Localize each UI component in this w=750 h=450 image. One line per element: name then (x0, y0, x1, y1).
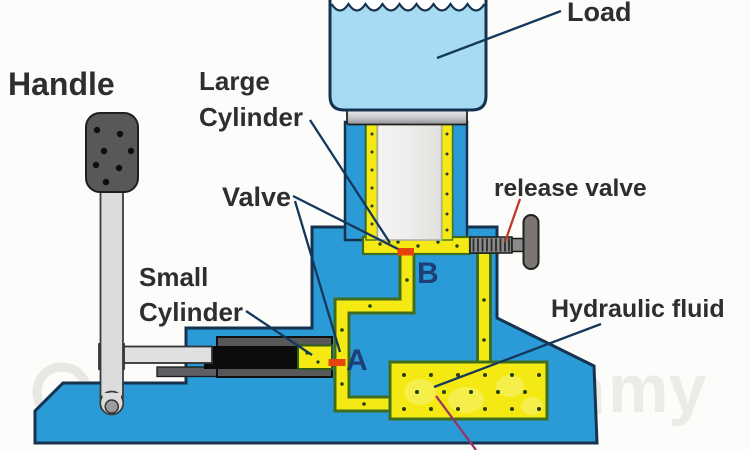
small-cylinder-leader-line (245, 310, 313, 356)
chamber-a-dot (316, 360, 320, 364)
handle-assembly (85, 112, 139, 416)
lining-dots (370, 132, 449, 232)
valve-leader-line-a (293, 200, 342, 353)
leader-lines (245, 9, 602, 389)
pivot-bolt (104, 399, 119, 414)
pipe-a-to-b (333, 246, 416, 368)
large-cylinder-leader-line (309, 119, 391, 244)
release-valve-leader-line (503, 198, 522, 243)
point-a-label: A (346, 344, 368, 377)
reservoir-dots (402, 373, 541, 411)
point-b-label: B (417, 257, 439, 290)
grip-dots (92, 126, 135, 186)
load-container (328, 0, 488, 112)
pipe-a-to-reservoir (333, 358, 396, 413)
reservoir-leader-line (435, 395, 477, 450)
release-valve-label: release valve (494, 175, 647, 202)
chamber-b-dots (378, 240, 459, 248)
large-cylinder-label-line1: Large (199, 66, 270, 96)
handle-grip (85, 112, 139, 193)
handle-shaft (99, 181, 124, 399)
small-piston (204, 346, 300, 369)
large-cylinder-left-wall (343, 120, 368, 242)
valve-label: Valve (222, 182, 291, 212)
handle-label: Handle (8, 66, 115, 102)
piston-link-rod (119, 345, 213, 364)
hydraulic-fluid-reservoir (388, 360, 549, 421)
load-leader-line (436, 9, 562, 60)
release-valve-knob (522, 214, 540, 270)
hydraulic-fluid-label: Hydraulic fluid (551, 295, 725, 323)
release-valve (469, 214, 540, 270)
large-cylinder-label-line2: Cylinder (199, 102, 303, 132)
load-wave-line (330, 1, 486, 12)
thread-lines (472, 238, 510, 252)
watermark-fragment-right: my (608, 351, 706, 427)
valve-b-mark (397, 248, 414, 256)
load-label: Load (567, 0, 632, 27)
small-cylinder-label-line1: Small (139, 262, 208, 292)
valve-leader-line-b (292, 194, 399, 251)
handle-shaft-joint (102, 393, 121, 403)
large-cylinder-right-wall (450, 120, 469, 242)
hydraulic-fluid-leader-line (433, 322, 602, 389)
large-piston (376, 123, 443, 241)
reservoir-highlights (404, 375, 543, 415)
pipe-dots (340, 278, 486, 406)
small-cylinder-label-line2: Cylinder (139, 297, 243, 327)
valve-a-mark (328, 359, 346, 366)
